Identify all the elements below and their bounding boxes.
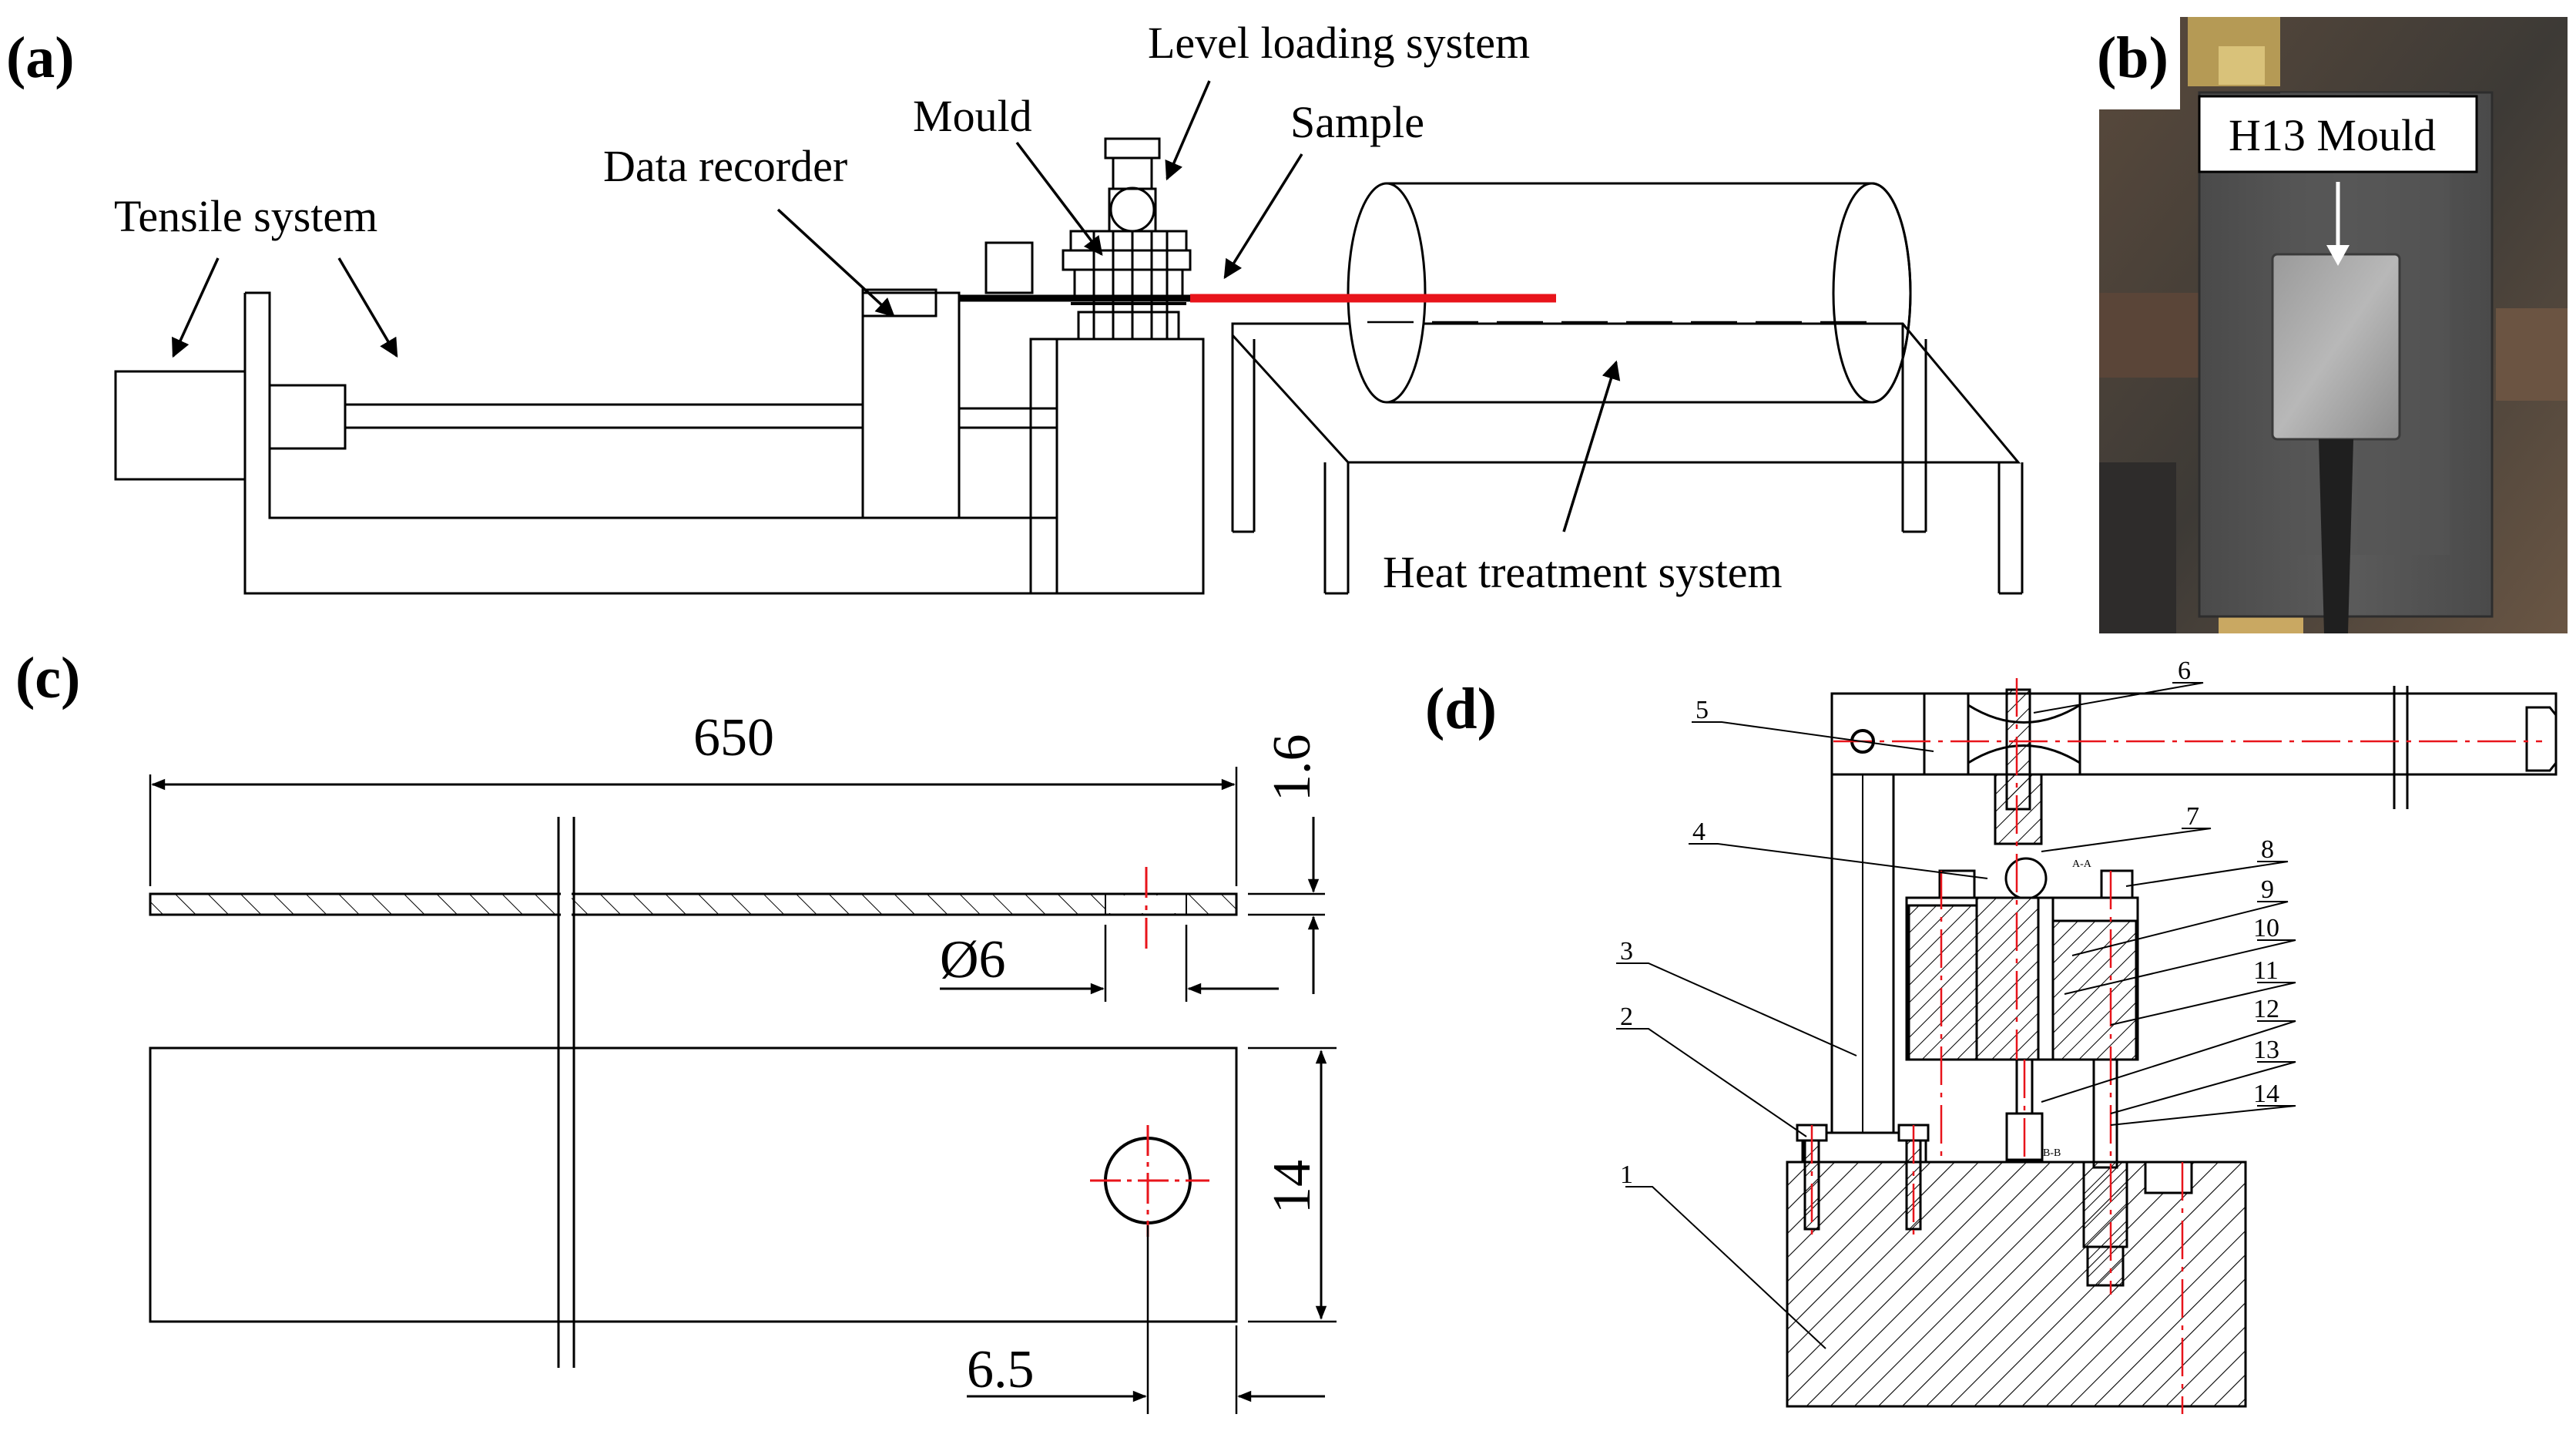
dim-length: 650 bbox=[693, 708, 774, 768]
part-number: 1 bbox=[1620, 1161, 1633, 1189]
specimen-side-view bbox=[149, 892, 1238, 916]
panel-b: H13 Mould (b) bbox=[2094, 17, 2568, 633]
heat-treatment-furnace bbox=[1231, 182, 2024, 595]
part-number: 5 bbox=[1696, 696, 1709, 724]
part-number: 9 bbox=[2261, 875, 2274, 904]
panel-b-label: (b) bbox=[2097, 25, 2168, 90]
part-number: 4 bbox=[1692, 818, 1706, 846]
callout-tensile-system: Tensile system bbox=[114, 191, 377, 241]
callout-level-loading-system: Level loading system bbox=[1148, 18, 1530, 68]
part-number: 14 bbox=[2253, 1080, 2279, 1108]
part-number: 2 bbox=[1620, 1003, 1633, 1031]
panel-d: (d) bbox=[1425, 657, 2558, 1414]
part-number: 12 bbox=[2253, 995, 2279, 1023]
fixture-assembly bbox=[1786, 686, 2558, 1408]
panel-c: (c) 650 1.6 Ø6 bbox=[15, 646, 1337, 1414]
part-number: 3 bbox=[1620, 937, 1633, 966]
panel-d-label: (d) bbox=[1425, 677, 1497, 741]
part-number: 13 bbox=[2253, 1036, 2279, 1064]
tensile-machine-drawing bbox=[114, 137, 1205, 595]
top-arm bbox=[1830, 692, 2558, 776]
photo-label-box bbox=[2198, 95, 2478, 173]
part-number: 10 bbox=[2253, 914, 2279, 942]
photo-label-h13-mould: H13 Mould bbox=[2229, 110, 2436, 160]
part-number: 7 bbox=[2186, 802, 2199, 831]
part-number: 8 bbox=[2261, 835, 2274, 864]
callout-sample: Sample bbox=[1290, 97, 1424, 147]
h13-mould-insert bbox=[2271, 253, 2401, 441]
part-number: 11 bbox=[2253, 956, 2279, 985]
dim-width: 14 bbox=[1263, 1160, 1322, 1214]
base-block bbox=[1786, 1161, 2247, 1408]
part-number: 6 bbox=[2178, 657, 2191, 685]
data-recorder-housing bbox=[861, 291, 961, 519]
centerlines bbox=[1810, 678, 2542, 1414]
panel-a-label: (a) bbox=[6, 25, 75, 90]
dim-hole-offset: 6.5 bbox=[967, 1340, 1035, 1399]
tensile-motor bbox=[114, 370, 247, 481]
callout-heat-treatment-system: Heat treatment system bbox=[1383, 547, 1783, 597]
callout-mould: Mould bbox=[913, 91, 1032, 141]
part-number-labels: 1 2 3 4 5 6 7 8 9 10 11 12 13 14 bbox=[1620, 657, 2279, 1189]
panel-a: (a) bbox=[6, 18, 2024, 597]
section-mark-bb: B-B bbox=[2043, 1147, 2061, 1159]
dim-hole-diameter: Ø6 bbox=[940, 930, 1006, 989]
dim-thickness: 1.6 bbox=[1263, 734, 1322, 802]
part-leaders bbox=[1616, 682, 2296, 1349]
specimen-plan-view bbox=[149, 1046, 1238, 1323]
section-mark-aa: A-A bbox=[2072, 858, 2092, 870]
callout-data-recorder: Data recorder bbox=[603, 141, 847, 191]
load-column bbox=[1055, 338, 1205, 595]
panel-c-label: (c) bbox=[15, 646, 80, 710]
